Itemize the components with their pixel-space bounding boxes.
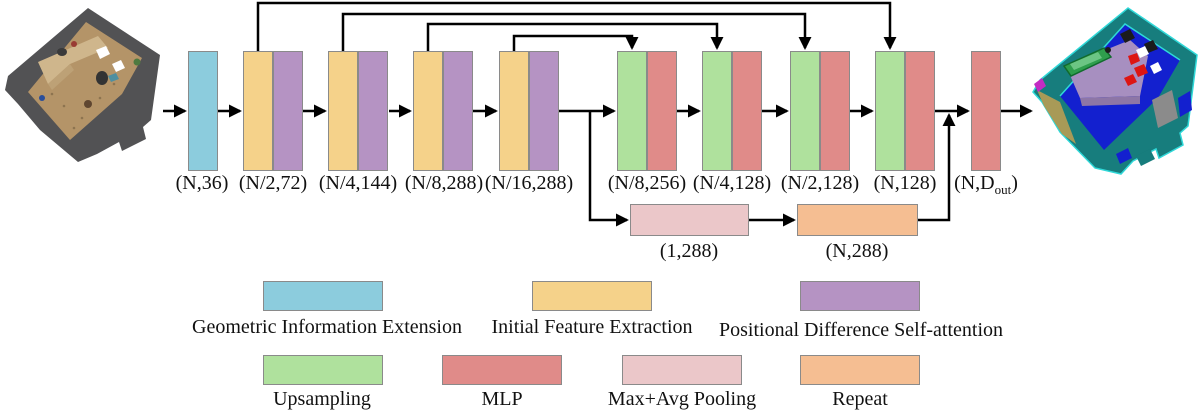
legend-label-mlp: MLP: [481, 388, 523, 410]
block-positional-difference-self-attention-4: [529, 51, 559, 171]
legend-label-positional-difference-self-attention: Positional Difference Self-attention: [719, 319, 1003, 341]
block-mlp-3: [820, 51, 850, 171]
legend-swatch-max-avg-pooling: [622, 355, 742, 385]
block-mlp-2: [732, 51, 762, 171]
legend-label-upsampling: Upsampling: [273, 388, 371, 410]
block-mlp-1: [647, 51, 677, 171]
block-initial-feature-extraction-1: [243, 51, 273, 171]
block-upsampling-1: [617, 51, 647, 171]
stage-label-n36: (N,36): [175, 172, 229, 194]
legend-label-repeat: Repeat: [832, 388, 888, 410]
legend-label-initial-feature-extraction: Initial Feature Extraction: [491, 316, 693, 338]
legend-swatch-repeat: [800, 355, 920, 385]
block-upsampling-3: [790, 51, 820, 171]
legend-swatch-mlp: [442, 355, 562, 385]
stage-label-n8-288: (N/8,288): [404, 172, 484, 194]
legend-swatch-positional-difference-self-attention: [800, 281, 920, 311]
block-initial-feature-extraction-3: [413, 51, 443, 171]
branch-label-1-288: (1,288): [659, 240, 719, 262]
legend-swatch-upsampling: [263, 355, 383, 385]
stage-label-n4-128: (N/4,128): [692, 172, 772, 194]
block-positional-difference-self-attention-2: [358, 51, 388, 171]
input-point-cloud-image: [5, 8, 160, 162]
legend-label-max-avg-pooling: Max+Avg Pooling: [607, 388, 757, 410]
block-max-avg-pooling: [630, 204, 749, 236]
branch-label-n-288: (N,288): [825, 240, 889, 262]
block-initial-feature-extraction-2: [328, 51, 358, 171]
block-mlp-output: [971, 51, 1001, 171]
stage-label-n8-256: (N/8,256): [607, 172, 687, 194]
stage-label-n-dout-post: ): [1011, 172, 1018, 194]
legend-label-geometric-information-extension: Geometric Information Extension: [192, 316, 462, 338]
block-positional-difference-self-attention-3: [443, 51, 473, 171]
stage-label-n4-144: (N/4,144): [318, 172, 398, 194]
block-mlp-4: [905, 51, 935, 171]
block-positional-difference-self-attention-1: [273, 51, 303, 171]
stage-label-n2-72: (N/2,72): [238, 172, 308, 194]
block-upsampling-2: [702, 51, 732, 171]
legend-swatch-geometric-information-extension: [263, 281, 383, 311]
stage-label-n-128: (N,128): [873, 172, 937, 194]
block-upsampling-4: [875, 51, 905, 171]
stage-label-n16-288: (N/16,288): [484, 172, 574, 194]
stage-label-n-dout-pre: (N,D: [954, 172, 995, 194]
stage-label-n2-128: (N/2,128): [780, 172, 860, 194]
output-point-cloud-image: [1032, 7, 1198, 175]
block-geometric-information-extension: [188, 51, 218, 171]
legend-swatch-initial-feature-extraction: [532, 281, 652, 311]
stage-label-n-dout-sub: out: [994, 182, 1012, 197]
block-repeat: [797, 204, 918, 236]
block-initial-feature-extraction-4: [499, 51, 529, 171]
stage-label-n-dout: (N,Dout): [954, 171, 1018, 197]
